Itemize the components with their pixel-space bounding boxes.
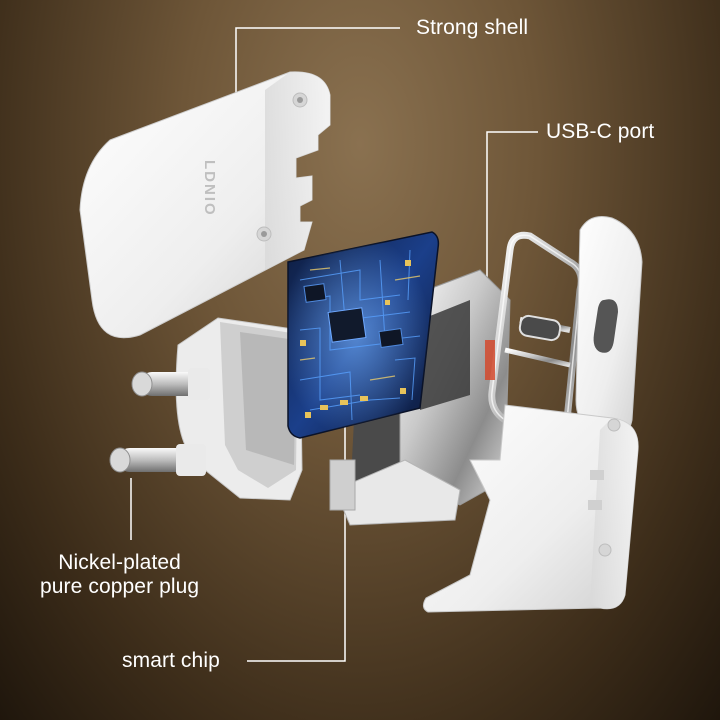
label-copper-plug-line1: Nickel-plated [58, 551, 181, 574]
front-cap [575, 216, 643, 436]
plug-pin-lower [109, 444, 206, 476]
usb-c-opening [593, 299, 618, 353]
usb-c-port [518, 314, 562, 342]
plug-pins [109, 368, 210, 476]
plug-pin-upper [131, 368, 210, 400]
label-usb-c-port: USB-C port [546, 120, 655, 143]
label-copper-plug-line2: pure copper plug [40, 575, 200, 598]
pcb-board [287, 231, 440, 439]
bottom-shell [422, 404, 639, 613]
label-smart-chip: smart chip [122, 649, 220, 672]
brand-logo: LDNIO [201, 160, 218, 217]
main-chip [327, 307, 367, 343]
plug-base [175, 317, 303, 501]
top-shell: LDNIO [79, 71, 331, 339]
label-strong-shell: Strong shell [416, 16, 529, 39]
usb-c-frame [485, 231, 585, 455]
label-copper-plug: Nickel-plated pure copper plug [40, 551, 199, 599]
leader-usb-c [486, 131, 538, 345]
